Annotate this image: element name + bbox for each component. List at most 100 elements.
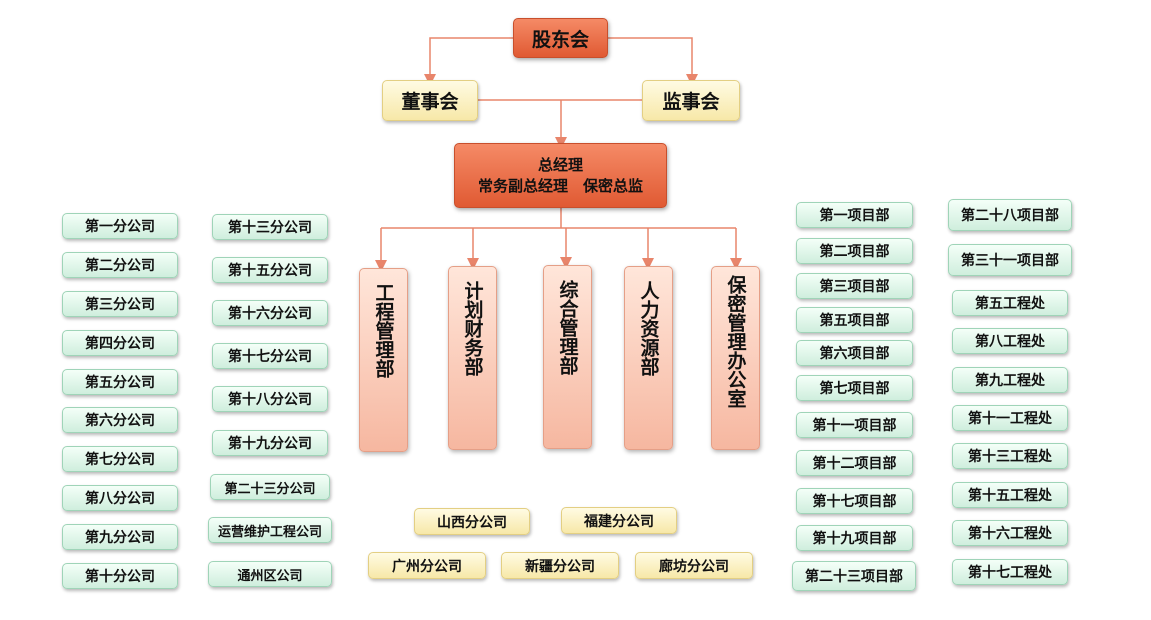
subsidiary-col2-item: 第十九分公司 — [212, 430, 328, 456]
dept-security-office: 保密管理办公室 — [711, 266, 760, 450]
subsidiary-col2-item: 第二十三分公司 — [210, 474, 330, 500]
subsidiary-col2-item: 第十五分公司 — [212, 257, 328, 283]
engineering-office-label: 第八工程处 — [975, 334, 1045, 350]
subsidiary-label: 第九分公司 — [85, 530, 155, 546]
subsidiary-label: 第十九分公司 — [228, 436, 312, 452]
project-dept-label: 第十二项目部 — [812, 456, 897, 472]
subsidiary-col2-item: 第十六分公司 — [212, 300, 328, 326]
project-dept-item: 第七项目部 — [796, 375, 913, 401]
subsidiary-label: 第十五分公司 — [228, 263, 312, 279]
subsidiary-col1-item: 第三分公司 — [62, 291, 178, 317]
regional-branch: 福建分公司 — [561, 507, 677, 534]
regional-branch-label: 山西分公司 — [437, 514, 507, 531]
project-dept-label: 第十一项目部 — [812, 418, 897, 434]
connector-shareholders-directors — [424, 37, 513, 86]
subsidiary-col1-item: 第四分公司 — [62, 330, 178, 356]
subsidiary-col1-item: 第一分公司 — [62, 213, 178, 239]
dept-finance-label: 计划财务部 — [461, 281, 484, 376]
dept-finance: 计划财务部 — [448, 266, 497, 450]
engineering-office-label: 第十三工程处 — [968, 449, 1052, 465]
node-directors: 董事会 — [382, 80, 478, 121]
dept-engineering-label: 工程管理部 — [372, 283, 395, 378]
dept-general-label: 综合管理部 — [556, 280, 579, 375]
engineering-office-label: 第十六工程处 — [968, 526, 1052, 542]
node-supervisors: 监事会 — [642, 80, 740, 121]
subsidiary-label: 第六分公司 — [85, 413, 155, 429]
project-dept-item: 第十七项目部 — [796, 488, 913, 514]
subsidiary-label: 第七分公司 — [85, 452, 155, 468]
subsidiary-col1-item: 第二分公司 — [62, 252, 178, 278]
engineering-office-item: 第五工程处 — [952, 290, 1068, 316]
subsidiary-label: 运营维护工程公司 — [217, 524, 322, 540]
project-dept-label: 第十九项目部 — [812, 531, 897, 547]
executive-line2: 常务副总经理 保密总监 — [477, 176, 643, 195]
project-dept-label: 第三十一项目部 — [961, 253, 1059, 269]
engineering-office-item: 第十七工程处 — [952, 559, 1068, 585]
regional-branch-label: 福建分公司 — [584, 513, 654, 530]
project-dept-label: 第三项目部 — [819, 279, 890, 295]
engineering-office-label: 第五工程处 — [975, 296, 1045, 312]
subsidiary-col1-item: 第八分公司 — [62, 485, 178, 511]
subsidiary-col1-item: 第十分公司 — [62, 563, 178, 589]
subsidiary-label: 通州区公司 — [237, 568, 303, 584]
engineering-office-label: 第十五工程处 — [968, 488, 1052, 504]
dept-hr: 人力资源部 — [624, 266, 673, 450]
subsidiary-col2-item: 第十七分公司 — [212, 343, 328, 369]
subsidiary-col2-item: 运营维护工程公司 — [208, 517, 332, 543]
project-dept-item: 第十二项目部 — [796, 450, 913, 476]
regional-branch: 新疆分公司 — [501, 552, 619, 579]
dept-security-office-label: 保密管理办公室 — [724, 275, 747, 408]
project-dept-item: 第三十一项目部 — [948, 244, 1072, 276]
regional-branch: 廊坊分公司 — [635, 552, 753, 579]
project-dept-item: 第十一项目部 — [796, 412, 913, 438]
project-dept-item: 第二十三项目部 — [792, 561, 916, 591]
project-dept-label: 第七项目部 — [819, 381, 890, 397]
project-dept-item: 第三项目部 — [796, 273, 913, 299]
node-executive: 总经理 常务副总经理 保密总监 — [454, 143, 667, 208]
regional-branch: 广州分公司 — [368, 552, 486, 579]
engineering-office-item: 第十五工程处 — [952, 482, 1068, 508]
engineering-office-item: 第十一工程处 — [952, 405, 1068, 431]
regional-branch: 山西分公司 — [414, 508, 530, 535]
subsidiary-label: 第二十三分公司 — [224, 481, 316, 497]
project-dept-item: 第五项目部 — [796, 307, 913, 333]
project-dept-label: 第十七项目部 — [812, 494, 897, 510]
subsidiary-label: 第十分公司 — [85, 569, 155, 585]
engineering-office-label: 第九工程处 — [975, 373, 1045, 389]
node-shareholders-label: 股东会 — [531, 28, 589, 51]
dept-engineering: 工程管理部 — [359, 268, 408, 452]
engineering-office-label: 第十七工程处 — [968, 565, 1052, 581]
project-dept-item: 第二十八项目部 — [948, 199, 1072, 231]
project-dept-item: 第一项目部 — [796, 202, 913, 228]
subsidiary-label: 第十七分公司 — [228, 349, 312, 365]
subsidiary-label: 第二分公司 — [85, 258, 155, 274]
executive-line1: 总经理 — [537, 155, 583, 174]
subsidiary-label: 第八分公司 — [85, 491, 155, 507]
project-dept-item: 第六项目部 — [796, 340, 913, 366]
node-supervisors-label: 监事会 — [662, 91, 720, 113]
engineering-office-item: 第十三工程处 — [952, 443, 1068, 469]
project-dept-label: 第二十三项目部 — [805, 569, 903, 585]
subsidiary-col1-item: 第七分公司 — [62, 446, 178, 472]
subsidiary-col2-item: 通州区公司 — [208, 561, 332, 587]
project-dept-label: 第一项目部 — [819, 208, 890, 224]
node-shareholders: 股东会 — [513, 18, 608, 58]
dept-general: 综合管理部 — [543, 265, 592, 449]
project-dept-label: 第二十八项目部 — [961, 208, 1059, 224]
connector-shareholders-supervisors — [608, 37, 698, 86]
project-dept-label: 第二项目部 — [819, 244, 890, 260]
project-dept-item: 第十九项目部 — [796, 525, 913, 551]
project-dept-item: 第二项目部 — [796, 238, 913, 264]
project-dept-label: 第六项目部 — [819, 346, 890, 362]
engineering-office-item: 第八工程处 — [952, 328, 1068, 354]
subsidiary-label: 第一分公司 — [85, 219, 155, 235]
node-directors-label: 董事会 — [401, 91, 459, 113]
engineering-office-item: 第十六工程处 — [952, 520, 1068, 546]
dept-hr-label: 人力资源部 — [637, 281, 660, 376]
regional-branch-label: 廊坊分公司 — [659, 558, 729, 575]
subsidiary-col1-item: 第九分公司 — [62, 524, 178, 550]
subsidiary-label: 第五分公司 — [85, 375, 155, 391]
subsidiary-label: 第三分公司 — [85, 297, 155, 313]
subsidiary-label: 第十八分公司 — [228, 392, 312, 408]
